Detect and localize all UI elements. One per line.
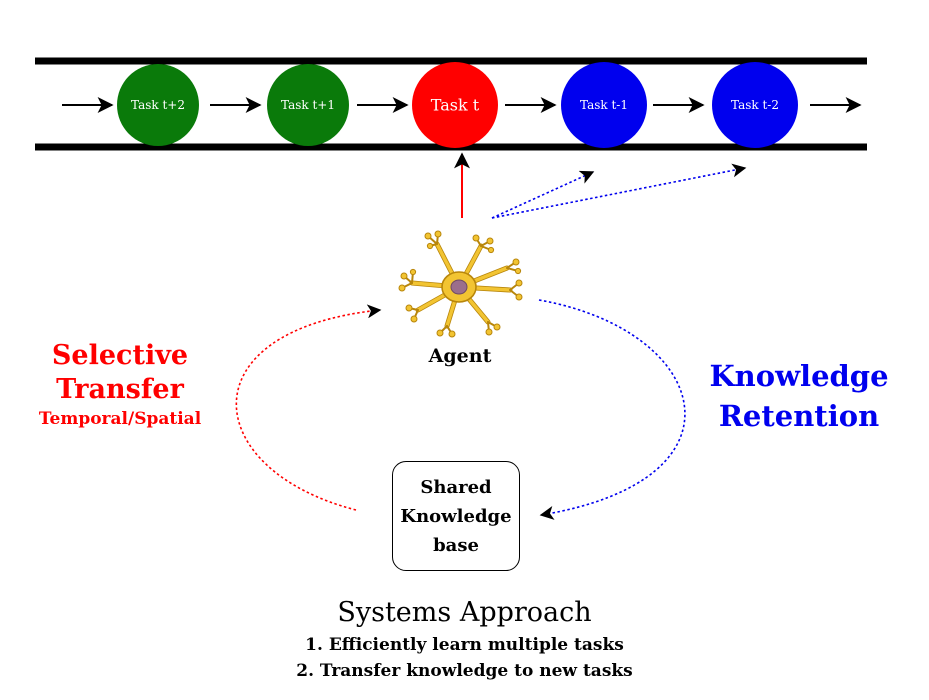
selective-transfer-loop: [235, 304, 382, 511]
task-circle: [712, 62, 798, 148]
task-circle: [561, 62, 647, 148]
neuron-icon: [398, 230, 523, 338]
task-label: Task t-1: [580, 98, 628, 112]
agent-label: Agent: [428, 345, 492, 367]
task-node: Task t-1: [561, 62, 647, 148]
systems-approach-point: 1. Efficiently learn multiple tasks: [305, 635, 624, 655]
task-label: Task t+2: [131, 98, 185, 112]
selective-transfer-label: Selective Transfer Temporal/Spatial: [0, 339, 240, 431]
task-node: Task t-2: [712, 62, 798, 148]
retention-arrow-task-t-1: [491, 170, 595, 219]
knowledge-retention-loop: [538, 299, 686, 520]
retention-arrow-task-t-2: [491, 163, 747, 219]
task-node: Task t: [412, 62, 498, 148]
task-node: Task t+2: [117, 64, 199, 146]
knowledge-base-line3: base: [433, 534, 479, 556]
task-node: Task t+1: [267, 64, 349, 146]
task-circle: [412, 62, 498, 148]
task-circle: [117, 64, 199, 146]
knowledge-retention-line1: Knowledge: [709, 359, 889, 393]
systems-approach: Systems Approach 1. Efficiently learn mu…: [200, 594, 729, 684]
shared-knowledge-base-box: Shared Knowledge base: [392, 461, 520, 571]
selective-transfer-subtitle: Temporal/Spatial: [38, 409, 202, 429]
knowledge-retention-label: Knowledge Retention: [706, 356, 892, 436]
selective-transfer-line2: Transfer: [56, 374, 184, 405]
knowledge-retention-line2: Retention: [718, 399, 880, 433]
knowledge-base-line1: Shared: [420, 476, 492, 498]
task-label: Task t-2: [731, 98, 779, 112]
task-circle: [267, 64, 349, 146]
systems-approach-point: 2. Transfer knowledge to new tasks: [296, 661, 633, 681]
task-label: Task t: [431, 96, 480, 115]
selective-transfer-line1: Selective: [51, 340, 189, 371]
systems-approach-title: Systems Approach: [337, 597, 592, 628]
task-label: Task t+1: [281, 98, 335, 112]
knowledge-base-line2: Knowledge: [400, 505, 512, 527]
